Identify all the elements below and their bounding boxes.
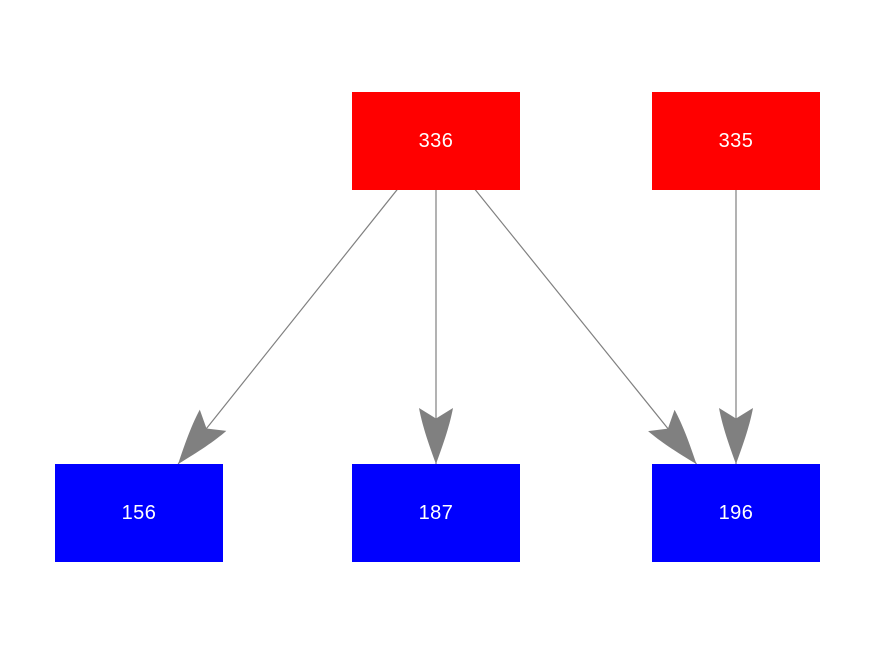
graph-node-335: 335 [652,92,820,190]
graph-node-187: 187 [352,464,520,562]
node-label-335: 335 [718,129,754,152]
edge-336-to-196 [435,140,697,465]
graph-node-336: 336 [352,92,520,190]
node-label-196: 196 [718,501,754,524]
node-label-336: 336 [418,129,454,152]
edge-336-to-156 [177,140,437,465]
graph-node-196: 196 [652,464,820,562]
node-label-187: 187 [418,501,454,524]
graph-node-156: 156 [55,464,223,562]
edge-group [177,140,753,465]
node-label-156: 156 [121,501,157,524]
